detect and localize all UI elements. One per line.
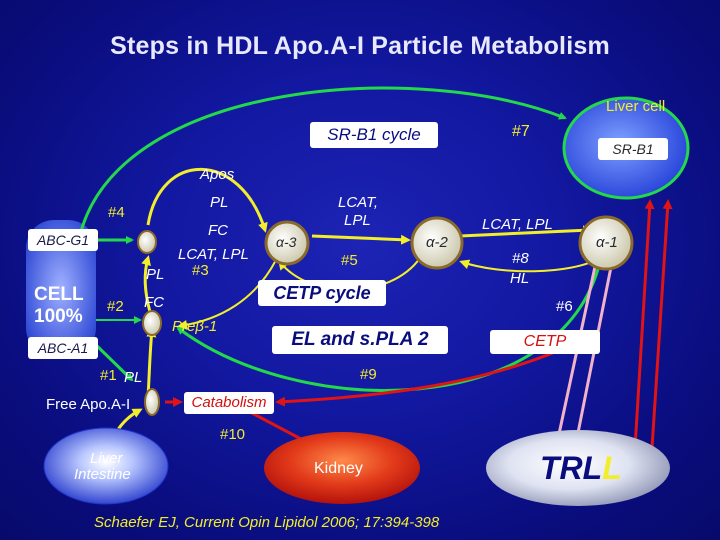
step5-label: #5 (341, 252, 358, 269)
catabolism-badge: Catabolism (184, 392, 274, 414)
step1-label: #1 (100, 367, 117, 384)
prebeta-to-alpha4-arrow (141, 255, 152, 313)
slide-title: Steps in HDL Apo.A-I Particle Metabolism (110, 32, 610, 60)
lcat-lpl-top-label-2: LPL (344, 212, 371, 229)
step2-label: #2 (107, 298, 124, 315)
free-apoa-particle (144, 388, 160, 416)
liver-intestine-shape (43, 427, 169, 505)
cetp-to-trll-arrow-1 (552, 261, 598, 451)
lcat-lpl-mid-label: LCAT, LPL (178, 246, 249, 263)
kidney-shape (264, 432, 420, 504)
fc-mid-label: FC (144, 294, 164, 311)
alpha2-particle (410, 216, 464, 270)
lcat-lpl-right-label: LCAT, LPL (482, 216, 553, 233)
apos-label: Apos (200, 166, 235, 183)
fc-top-label: FC (208, 222, 228, 239)
step4-label: #4 (108, 204, 125, 221)
alpha3-label: α-3 (276, 234, 297, 250)
hl-label: HL (510, 270, 530, 287)
trll-label: TRLL (540, 450, 622, 487)
trll-tail-text: L (602, 450, 622, 486)
alpha2-to-alpha1-arrow (459, 225, 593, 238)
sr-b1-cycle-arrow (78, 86, 567, 236)
prebeta1-particle (142, 310, 162, 336)
alpha3-particle (264, 220, 310, 266)
kidney-label: Kidney (314, 460, 363, 477)
liver-intestine-label-1: Liver (90, 450, 123, 467)
trll-main-text: TRL (540, 450, 603, 486)
prebeta1-label: Preβ-1 (172, 318, 218, 335)
liver-cell-label: Liver cell (606, 98, 666, 115)
trll-shape (486, 430, 670, 506)
sr-b1-cycle-badge: SR-B1 cycle (310, 122, 438, 148)
step8-label: #8 (512, 250, 529, 267)
citation: Schaefer EJ, Current Opin Lipidol 2006; … (94, 514, 440, 531)
cetp-to-trll-arrow-2 (571, 261, 614, 451)
step10-label: #10 (220, 426, 246, 443)
alpha4-particle (137, 230, 157, 254)
cell-shape (26, 220, 96, 356)
abc-a1-badge: ABC-A1 (28, 337, 98, 359)
step7-label: #7 (512, 123, 530, 140)
step3-label: #3 (192, 262, 209, 279)
alpha1-label: α-1 (596, 234, 618, 251)
trll-to-liver-arrow-2 (650, 199, 673, 449)
cetp-cycle-badge: CETP cycle (258, 280, 386, 306)
abc-a1-arrow (94, 343, 134, 382)
alpha1-to-alpha2-return-arrow (459, 257, 601, 273)
alpha3-to-prebeta-arrow (177, 259, 277, 330)
pl-mid-label: PL (146, 266, 165, 283)
pl-top-label: PL (210, 194, 229, 211)
abc-g1-badge: ABC-G1 (28, 229, 98, 251)
alpha2-label: α-2 (426, 234, 448, 251)
sr-b1-receptor-badge: SR-B1 (598, 138, 668, 160)
cell-label: CELL (34, 284, 84, 305)
step6-label: #6 (556, 298, 573, 315)
alpha1-particle (578, 215, 634, 271)
cetp-to-catabolism-arrow (275, 348, 561, 407)
free-apoa-label: Free Apo.A-I (46, 396, 131, 413)
lcat-lpl-top-label-1: LCAT, (338, 194, 379, 211)
free-to-prebeta-arrow (146, 327, 157, 399)
trll-to-liver-arrow-1 (633, 199, 655, 449)
cetp-badge: CETP (490, 330, 600, 354)
step9-label: #9 (360, 366, 377, 383)
pl-low-label: PL (124, 369, 143, 386)
liver-intestine-label-2: Intestine (74, 466, 131, 483)
alpha3-to-alpha2-arrow (311, 234, 411, 245)
apos-arc-arrow (146, 167, 268, 233)
cell-percent-label: 100% (34, 306, 83, 327)
el-spla2-badge: EL and s.PLA 2 (272, 326, 448, 354)
